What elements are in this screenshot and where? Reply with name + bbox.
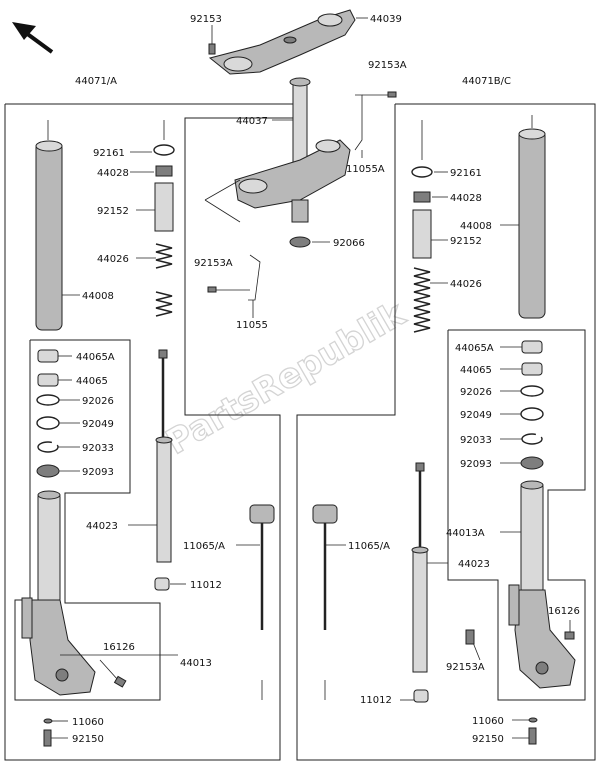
right-cartridge-44023 [411, 462, 429, 673]
label-92152-left: 92152 [97, 206, 129, 217]
label-92093-right: 92093 [460, 459, 492, 470]
left-cap-92161 [153, 144, 175, 156]
label-44065-right: 44065 [460, 365, 492, 376]
right-bolt-92150 [528, 727, 537, 745]
label-92161-left: 92161 [93, 148, 125, 159]
left-bush-44065 [37, 373, 59, 387]
label-92093-left: 92093 [82, 467, 114, 478]
label-11012-left: 11012 [190, 580, 222, 591]
right-bush-44065a [521, 340, 543, 354]
label-11012-right: 11012 [360, 695, 392, 706]
left-nut-44028 [155, 165, 173, 177]
label-44065a-right: 44065A [455, 343, 494, 354]
label-92150-right: 92150 [472, 734, 504, 745]
right-cap-92161 [411, 166, 433, 178]
left-spring-lower [155, 291, 173, 317]
stem-seal [289, 236, 311, 248]
label-16126-left: 16126 [103, 642, 135, 653]
label-92026-left: 92026 [82, 396, 114, 407]
label-11065-left: 11065/A [183, 541, 225, 552]
label-92153a-mid: 92153A [194, 258, 233, 269]
direction-arrow-icon [12, 22, 54, 54]
label-92150-left: 92150 [72, 734, 104, 745]
label-44028-left: 44028 [97, 168, 129, 179]
left-bush-44065a [37, 349, 59, 363]
left-bolt-92150 [43, 729, 52, 747]
label-44008-right: 44008 [460, 221, 492, 232]
right-outer-tube [518, 115, 546, 319]
left-spacer-92152 [154, 182, 174, 232]
right-washer-11060 [528, 717, 538, 723]
label-44023-right: 44023 [458, 559, 490, 570]
left-washer-11060 [43, 718, 53, 724]
left-outer-tube [35, 120, 63, 331]
left-washer-92026 [36, 394, 60, 406]
label-92161-right: 92161 [450, 168, 482, 179]
left-seal-kit-frame [14, 339, 161, 701]
left-spring-upper [155, 243, 173, 269]
label-11055a: 11055A [346, 164, 385, 175]
left-dust-seal-92093 [36, 464, 60, 478]
bracket-11055 [207, 254, 261, 301]
label-44008-left: 44008 [82, 291, 114, 302]
left-adjuster-11065 [249, 504, 275, 630]
label-11060-right: 11060 [472, 716, 504, 727]
label-92049-right: 92049 [460, 410, 492, 421]
label-92033-right: 92033 [460, 435, 492, 446]
right-seal-kit-frame [447, 329, 586, 701]
label-11060-left: 11060 [72, 717, 104, 728]
watermark: PartsRepublik [160, 293, 414, 462]
label-44013-left: 44013 [180, 658, 212, 669]
right-washer-92026 [520, 385, 544, 397]
left-circlip-92033 [37, 441, 59, 453]
right-spring [413, 267, 431, 333]
label-44065a-left: 44065A [76, 352, 115, 363]
right-adjuster-11065 [312, 504, 338, 630]
label-44026-right: 44026 [450, 279, 482, 290]
right-oil-seal-92049 [520, 407, 544, 421]
label-11065-right: 11065/A [348, 541, 390, 552]
label-44039: 44039 [370, 14, 402, 25]
label-92153a-top: 92153A [368, 60, 407, 71]
label-92153-top: 92153 [190, 14, 222, 25]
right-fork-frame [296, 103, 596, 761]
label-44037: 44037 [236, 116, 268, 127]
label-92026-right: 92026 [460, 387, 492, 398]
label-92152-right: 92152 [450, 236, 482, 247]
label-44065-left: 44065 [76, 376, 108, 387]
top-clamp [208, 9, 356, 75]
left-cap-11012 [154, 577, 170, 591]
right-bolt-92153a [465, 629, 475, 645]
left-oil-seal-92049 [36, 416, 60, 430]
label-44013a-right: 44013A [446, 528, 485, 539]
bracket-11055a [354, 91, 397, 151]
right-cap-11012 [413, 689, 429, 703]
bottom-clamp [234, 139, 351, 223]
right-spacer-92152 [412, 209, 432, 259]
right-dust-seal-92093 [520, 456, 544, 470]
steering-stem [289, 77, 311, 176]
label-92049-left: 92049 [82, 419, 114, 430]
label-44071-right: 44071B/C [462, 76, 511, 87]
left-cartridge-44023 [155, 349, 173, 563]
label-44071-left: 44071/A [75, 76, 117, 87]
right-lower-tube-44013a [508, 480, 576, 689]
right-bush-44065 [521, 362, 543, 376]
label-44028-right: 44028 [450, 193, 482, 204]
right-circlip-92033 [521, 433, 543, 445]
label-16126-right: 16126 [548, 606, 580, 617]
label-44023-left: 44023 [86, 521, 118, 532]
label-44026-left: 44026 [97, 254, 129, 265]
label-92033-left: 92033 [82, 443, 114, 454]
label-11055: 11055 [236, 320, 268, 331]
label-92066: 92066 [333, 238, 365, 249]
label-92153a-right: 92153A [446, 662, 485, 673]
left-lower-tube-44013 [21, 490, 96, 696]
right-nut-44028 [413, 191, 431, 203]
